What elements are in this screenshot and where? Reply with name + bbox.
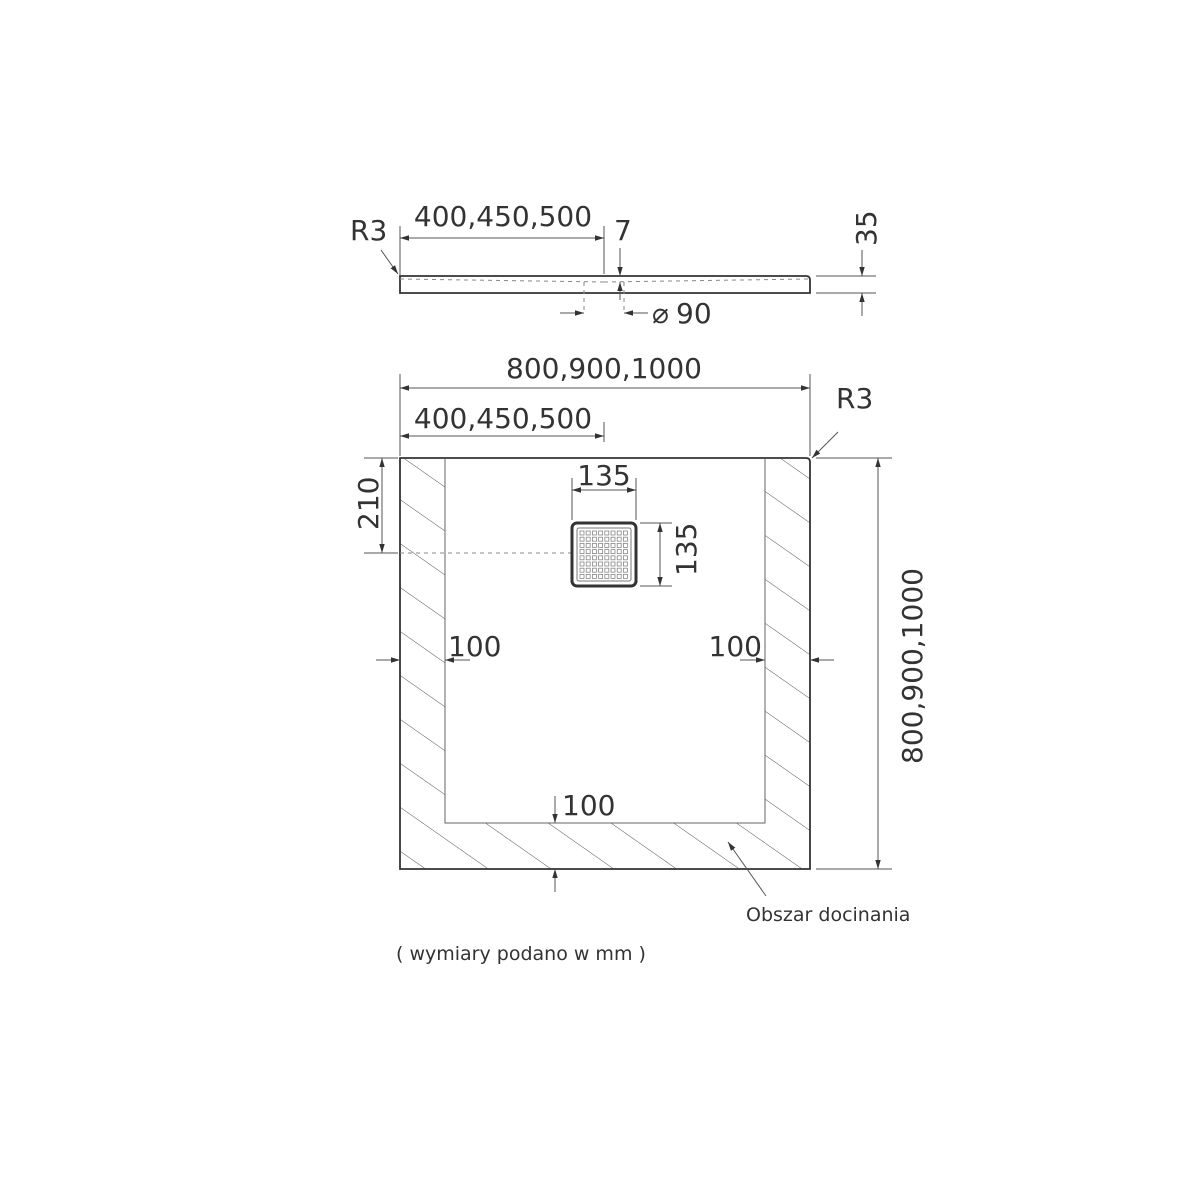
tray-outline [399, 457, 811, 870]
grate-hole [585, 530, 591, 536]
grate-hole [598, 574, 603, 579]
grate-hole [592, 549, 597, 554]
grate-hole [623, 574, 628, 579]
radius-label-top: R3 [836, 382, 873, 415]
grate-hole [598, 567, 603, 573]
grate-hole [604, 543, 610, 548]
grate-hole [610, 543, 616, 548]
drain-diameter-symbol: ⌀ [652, 297, 669, 330]
grate-hole [598, 549, 603, 554]
grate-hole [579, 574, 585, 579]
grate-hole [579, 530, 585, 536]
grate-hole [616, 543, 622, 548]
grate-hole [604, 530, 610, 536]
grate-hole [604, 567, 610, 573]
trim-area-leader [727, 841, 767, 897]
width-label: 800,900,1000 [506, 352, 702, 385]
grate-hole [592, 574, 597, 579]
grate-hole [623, 567, 628, 573]
grate-hole [610, 549, 616, 554]
radius-label-side: R3 [350, 214, 387, 247]
grate-hole [604, 574, 610, 579]
tray-profile [399, 275, 811, 294]
slope-label: 7 [614, 214, 632, 247]
grate-hole [585, 543, 591, 548]
grate-hole [623, 555, 628, 561]
grate-hole [585, 536, 591, 542]
grate-hole [585, 549, 591, 554]
depth-label: 800,900,1000 [896, 568, 929, 764]
grate-hole [604, 555, 610, 561]
grate-hole [592, 567, 597, 573]
grate-hole [623, 543, 628, 548]
grate-hole [585, 555, 591, 561]
trim-boundary [444, 458, 766, 824]
drain-offset-label-top: 400,450,500 [414, 402, 592, 435]
grate-hole [598, 530, 603, 536]
grate-hole [592, 561, 597, 567]
grate-hole [623, 530, 628, 536]
grate-hole [623, 536, 628, 542]
grate-hole [604, 561, 610, 567]
grate-hole [610, 561, 616, 567]
grate-hole [592, 543, 597, 548]
grate-hole [616, 530, 622, 536]
grate-hole [623, 561, 628, 567]
trim-area-label: Obszar docinania [746, 904, 910, 926]
radius-leader-side [380, 249, 399, 275]
grate-hole [616, 567, 622, 573]
grate-hole [610, 536, 616, 542]
units-footnote: ( wymiary podano w mm ) [396, 943, 646, 965]
grate-hole [623, 549, 628, 554]
grate-hole [616, 574, 622, 579]
grate-hole [579, 555, 585, 561]
drain-grate [570, 521, 638, 588]
grate-hole [579, 561, 585, 567]
bottom-trim-label: 100 [562, 789, 615, 822]
grate-height-label: 135 [670, 523, 703, 576]
grate-hole [604, 549, 610, 554]
grate-hole [616, 561, 622, 567]
grate-hole [579, 543, 585, 548]
grate-hole [592, 555, 597, 561]
grate-hole [592, 536, 597, 542]
grate-hole [579, 567, 585, 573]
grate-hole [610, 567, 616, 573]
grate-hole [585, 561, 591, 567]
grate-width-label: 135 [577, 459, 630, 492]
left-trim-label: 100 [448, 630, 501, 663]
grate-hole [616, 555, 622, 561]
grate-hole [610, 555, 616, 561]
grate-hole [585, 574, 591, 579]
top-view: 800,900,1000 400,450,500 R3 800,900,1000… [352, 352, 929, 926]
height-label: 35 [850, 210, 883, 246]
grate-hole [610, 574, 616, 579]
grate-hole [598, 555, 603, 561]
grate-hole [585, 567, 591, 573]
grate-hole [616, 536, 622, 542]
grate-hole [579, 549, 585, 554]
grate-hole [610, 530, 616, 536]
grate-hole [616, 549, 622, 554]
grate-hole [598, 543, 603, 548]
drain-diameter-label: 90 [676, 297, 712, 330]
right-trim-label: 100 [709, 630, 762, 663]
drain-from-top-label: 210 [352, 477, 385, 530]
grate-hole [598, 536, 603, 542]
grate-hole [604, 536, 610, 542]
side-view: R3 400,450,500 7 35 ⌀ 90 [350, 200, 883, 330]
grate-hole [579, 536, 585, 542]
grate-hole [592, 530, 597, 536]
drain-offset-label-side: 400,450,500 [414, 200, 592, 233]
radius-leader-top [811, 431, 839, 459]
grate-hole [598, 561, 603, 567]
